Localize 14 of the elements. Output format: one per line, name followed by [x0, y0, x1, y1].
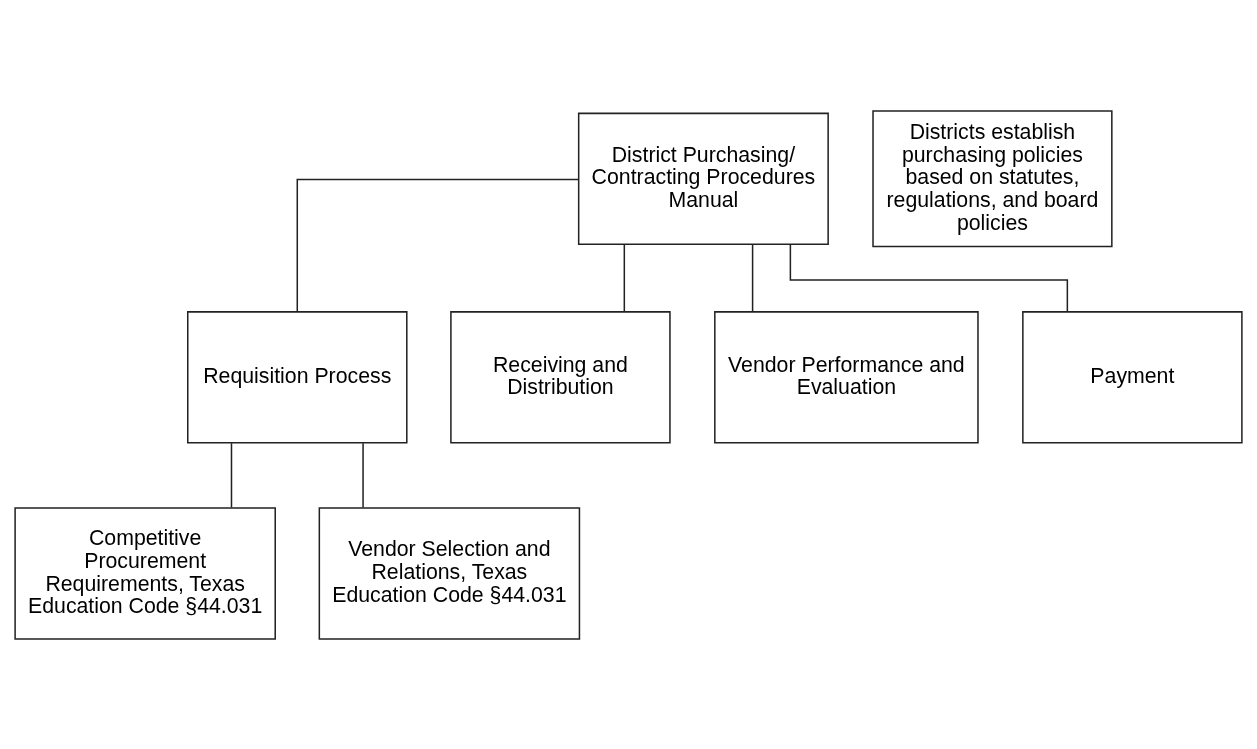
connector	[230, 441, 233, 508]
connector	[623, 243, 626, 313]
node-box: Receiving and Distribution	[450, 310, 671, 443]
connector	[296, 178, 579, 312]
connector	[789, 243, 1069, 313]
node-box: Requisition Process	[187, 310, 408, 443]
node-box: Vendor Performance and Evaluation	[714, 310, 979, 443]
node-box: District Purchasing/ Contracting Procedures Manual	[577, 112, 829, 245]
connector	[362, 441, 364, 508]
node-box: Competitive Procurement Requirements, Texas Education Code §44.031	[14, 506, 276, 640]
node-box: Districts establish purchasing policies based on statutes, regulations, and board policies	[872, 109, 1113, 247]
connector	[751, 243, 754, 313]
node-box: Payment	[1022, 310, 1243, 443]
node-box: Vendor Selection and Relations, Texas Education Code §44.031	[318, 506, 581, 640]
